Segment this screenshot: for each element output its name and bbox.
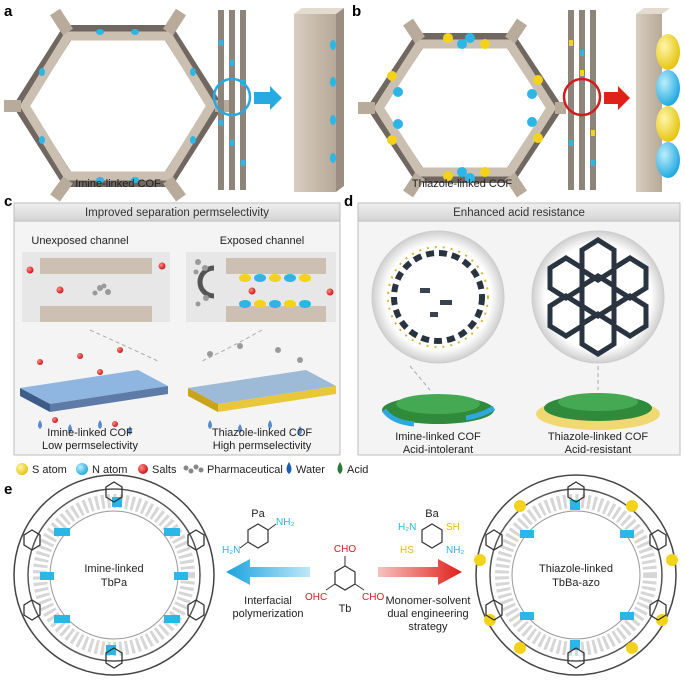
unexposed-channel-diagram [22,252,170,322]
label-tbpa: TbPa [101,577,128,589]
panel-c-header-bar [13,202,341,222]
acid-intolerant-membrane [381,394,496,427]
imine-cof-hexagon [4,8,232,202]
panel-letter-b: b [352,3,361,20]
panel-d-header: Enhanced acid resistance [453,207,585,219]
label-ba: Ba [425,508,439,520]
legend-salts-icon [138,464,148,474]
dashed-connector [89,329,161,363]
thiazole-cof-hexagon [358,18,566,198]
pa-molecule: Pa H₂N NH₂ [222,508,294,556]
tbpa-macrocycle [13,474,215,676]
label-exposed-channel: Exposed channel [220,235,304,247]
panel-c-frame [13,202,341,456]
acid-intolerant-bubble [371,230,505,364]
legend-s-atom: S atom [32,464,67,476]
arrow-left-blue-icon [226,559,310,585]
caption-imine-cof: Imine-linked COF [75,178,161,190]
caption-d-right-1: Thiazole-linked COF [548,431,649,443]
panel-d-header-bar [357,202,681,222]
ba-nh2: NH₂ [446,545,464,556]
panel-letter-d: d [344,193,353,210]
tbbaazo-macrocycle [474,474,678,676]
method-interfacial: Interfacial [244,595,292,607]
arrow-right-red-icon [378,559,462,585]
label-unexposed-channel: Unexposed channel [31,235,128,247]
legend-n-atom: N atom [92,464,127,476]
legend-water-icon [286,462,292,474]
caption-d-right-2: Acid-resistant [565,444,632,456]
ba-sh: SH [446,522,460,533]
method-strategy: strategy [408,621,448,633]
legend-n-atom-icon [76,463,88,475]
arrow-right-icon [254,86,282,110]
caption-d-left-2: Acid-intolerant [403,444,473,456]
thiazole-cof-stack-columns [562,10,602,190]
exposed-channel-diagram [186,252,336,322]
label-pa: Pa [251,508,265,520]
pa-nh2: NH₂ [276,517,294,528]
tb-cho-right: CHO [362,592,384,603]
pa-h2n: H₂N [222,545,240,556]
caption-c-right-2: High permselectivity [213,440,312,452]
legend-acid: Acid [347,464,368,476]
label-tbbaazo: TbBa-azo [552,577,600,589]
tb-cho-top: CHO [334,544,356,555]
tb-ohc-left: OHC [305,592,327,603]
imine-channel-block [294,8,344,192]
legend-pharmaceutical: Pharmaceutical [207,464,283,476]
thiazole-channel-block [636,8,680,192]
panel-letter-a: a [4,3,13,20]
dashed-connector-2 [199,329,263,363]
legend-acid-icon [337,462,343,474]
tb-molecule: CHO CHO OHC Tb [305,544,384,615]
method-monomer-solvent: Monomer-solvent [386,595,471,607]
legend-salts: Salts [152,464,177,476]
method-dual-engineering: dual engineering [387,608,468,620]
arrow-right-icon-red [604,86,630,110]
panel-c-header: Improved separation permselectivity [85,207,269,219]
imine-cof-stack-columns [212,10,252,190]
legend-s-atom-icon [16,463,28,475]
panel-letter-e: e [4,481,12,498]
ba-molecule: Ba H₂N SH HS NH₂ [398,508,464,556]
acid-resistant-bubble [531,230,665,364]
acid-resistant-membrane [536,393,660,430]
legend-pharmaceutical-icon [183,464,204,474]
label-thiazole-linked: Thiazole-linked [539,563,613,575]
caption-thiazole-cof: Thiazole-linked COF [412,178,513,190]
caption-c-right-1: Thiazole-linked COF [212,427,313,439]
label-tb: Tb [339,603,352,615]
label-imine-linked: Imine-linked [84,563,143,575]
imine-membrane-left [20,347,168,435]
dashed-connector-3 [409,365,431,391]
caption-c-left-1: Imine-linked COF [47,427,133,439]
thiazole-membrane-right [188,343,336,435]
ba-h2n: H₂N [398,522,416,533]
caption-d-left-1: Imine-linked COF [395,431,481,443]
legend: S atom N atom Salts Pharmaceutical Water… [16,462,368,476]
legend-water: Water [296,464,325,476]
method-polymerization: polymerization [233,608,304,620]
caption-c-left-2: Low permselectivity [42,440,138,452]
panel-letter-c: c [4,193,12,210]
ba-hs: HS [400,545,414,556]
